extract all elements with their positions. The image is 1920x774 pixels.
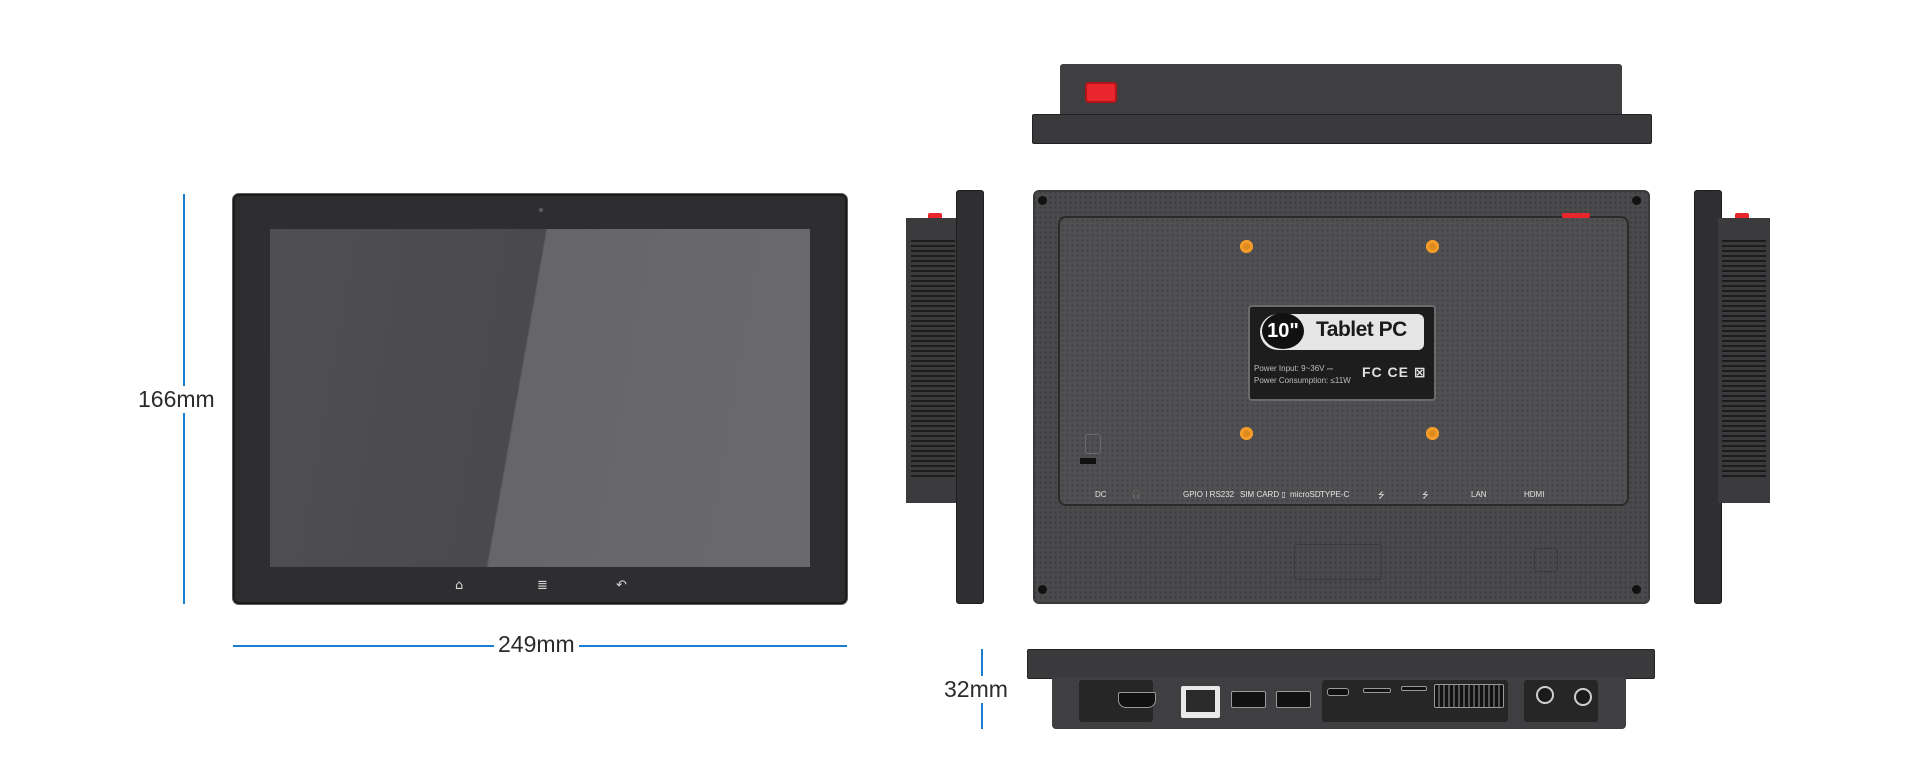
height-dimension-label: 166mm [134, 386, 219, 413]
vesa-mount-bottom-left [1240, 427, 1253, 440]
port-label-microsd: microSD [1290, 490, 1321, 499]
lock-slot-icon [1085, 434, 1101, 454]
screw-top-left [1038, 196, 1047, 205]
dc-power-jack [1574, 688, 1592, 706]
sim-card-slot [1363, 688, 1391, 693]
port-label-hdmi: HDMI [1524, 490, 1545, 499]
lock-slot [1080, 458, 1096, 464]
front-camera [539, 208, 543, 212]
top-view-body [1060, 64, 1622, 115]
port-label-gpio-rs232: GPIO I RS232 [1183, 490, 1235, 499]
port-label-type-c: TYPE-C [1320, 490, 1350, 499]
port-label-usb-1: ⭍ [1378, 491, 1385, 500]
back-inner-panel [1058, 216, 1629, 506]
power-input-text: Power Input: 9~36V ⎓ [1254, 364, 1334, 373]
left-side-vent [911, 240, 955, 480]
audio-jack [1536, 686, 1554, 704]
home-icon: ⌂ [455, 578, 464, 593]
screw-top-right [1632, 196, 1641, 205]
width-dimension-label: 249mm [494, 631, 579, 658]
front-screen [270, 229, 810, 567]
port-label-dc: DC [1095, 490, 1107, 499]
type-c-port [1327, 688, 1349, 696]
power-consumption-text: Power Consumption: ≤11W [1254, 376, 1351, 385]
left-side-red-button [928, 213, 942, 219]
usb-port-1 [1231, 691, 1266, 708]
port-label-lan: LAN [1471, 490, 1487, 499]
vesa-mount-top-left [1240, 240, 1253, 253]
right-side-frame [1694, 190, 1722, 604]
back-icon: ↶ [616, 578, 627, 593]
certification-marks: FC CE ⊠ [1362, 364, 1427, 380]
port-label-sim-card: SIM CARD ▯ [1240, 490, 1286, 499]
port-label-audio: 🎧 [1131, 490, 1141, 499]
right-side-red-button [1735, 213, 1749, 219]
right-side-vent [1722, 240, 1766, 480]
lan-port-socket [1186, 690, 1215, 712]
size-badge: 10" [1262, 313, 1304, 349]
port-label-usb-2: ⭍ [1422, 491, 1429, 500]
back-recess-right [1534, 548, 1558, 572]
back-recess-center [1294, 544, 1382, 580]
screw-bottom-left [1038, 585, 1047, 594]
vesa-mount-top-right [1426, 240, 1439, 253]
gpio-rs232-connector [1434, 684, 1504, 708]
microsd-slot [1401, 686, 1427, 691]
product-title: Tablet PC [1316, 318, 1407, 341]
hdmi-port [1118, 692, 1156, 708]
top-view-frame [1032, 114, 1652, 144]
bottom-view-frame [1027, 649, 1655, 679]
back-red-indicator [1562, 213, 1590, 218]
power-button [1085, 82, 1117, 103]
usb-port-2 [1276, 691, 1311, 708]
vesa-mount-bottom-right [1426, 427, 1439, 440]
depth-dimension-label: 32mm [940, 676, 1012, 703]
menu-icon: ≣ [537, 578, 548, 593]
left-side-frame [956, 190, 984, 604]
screw-bottom-right [1632, 585, 1641, 594]
